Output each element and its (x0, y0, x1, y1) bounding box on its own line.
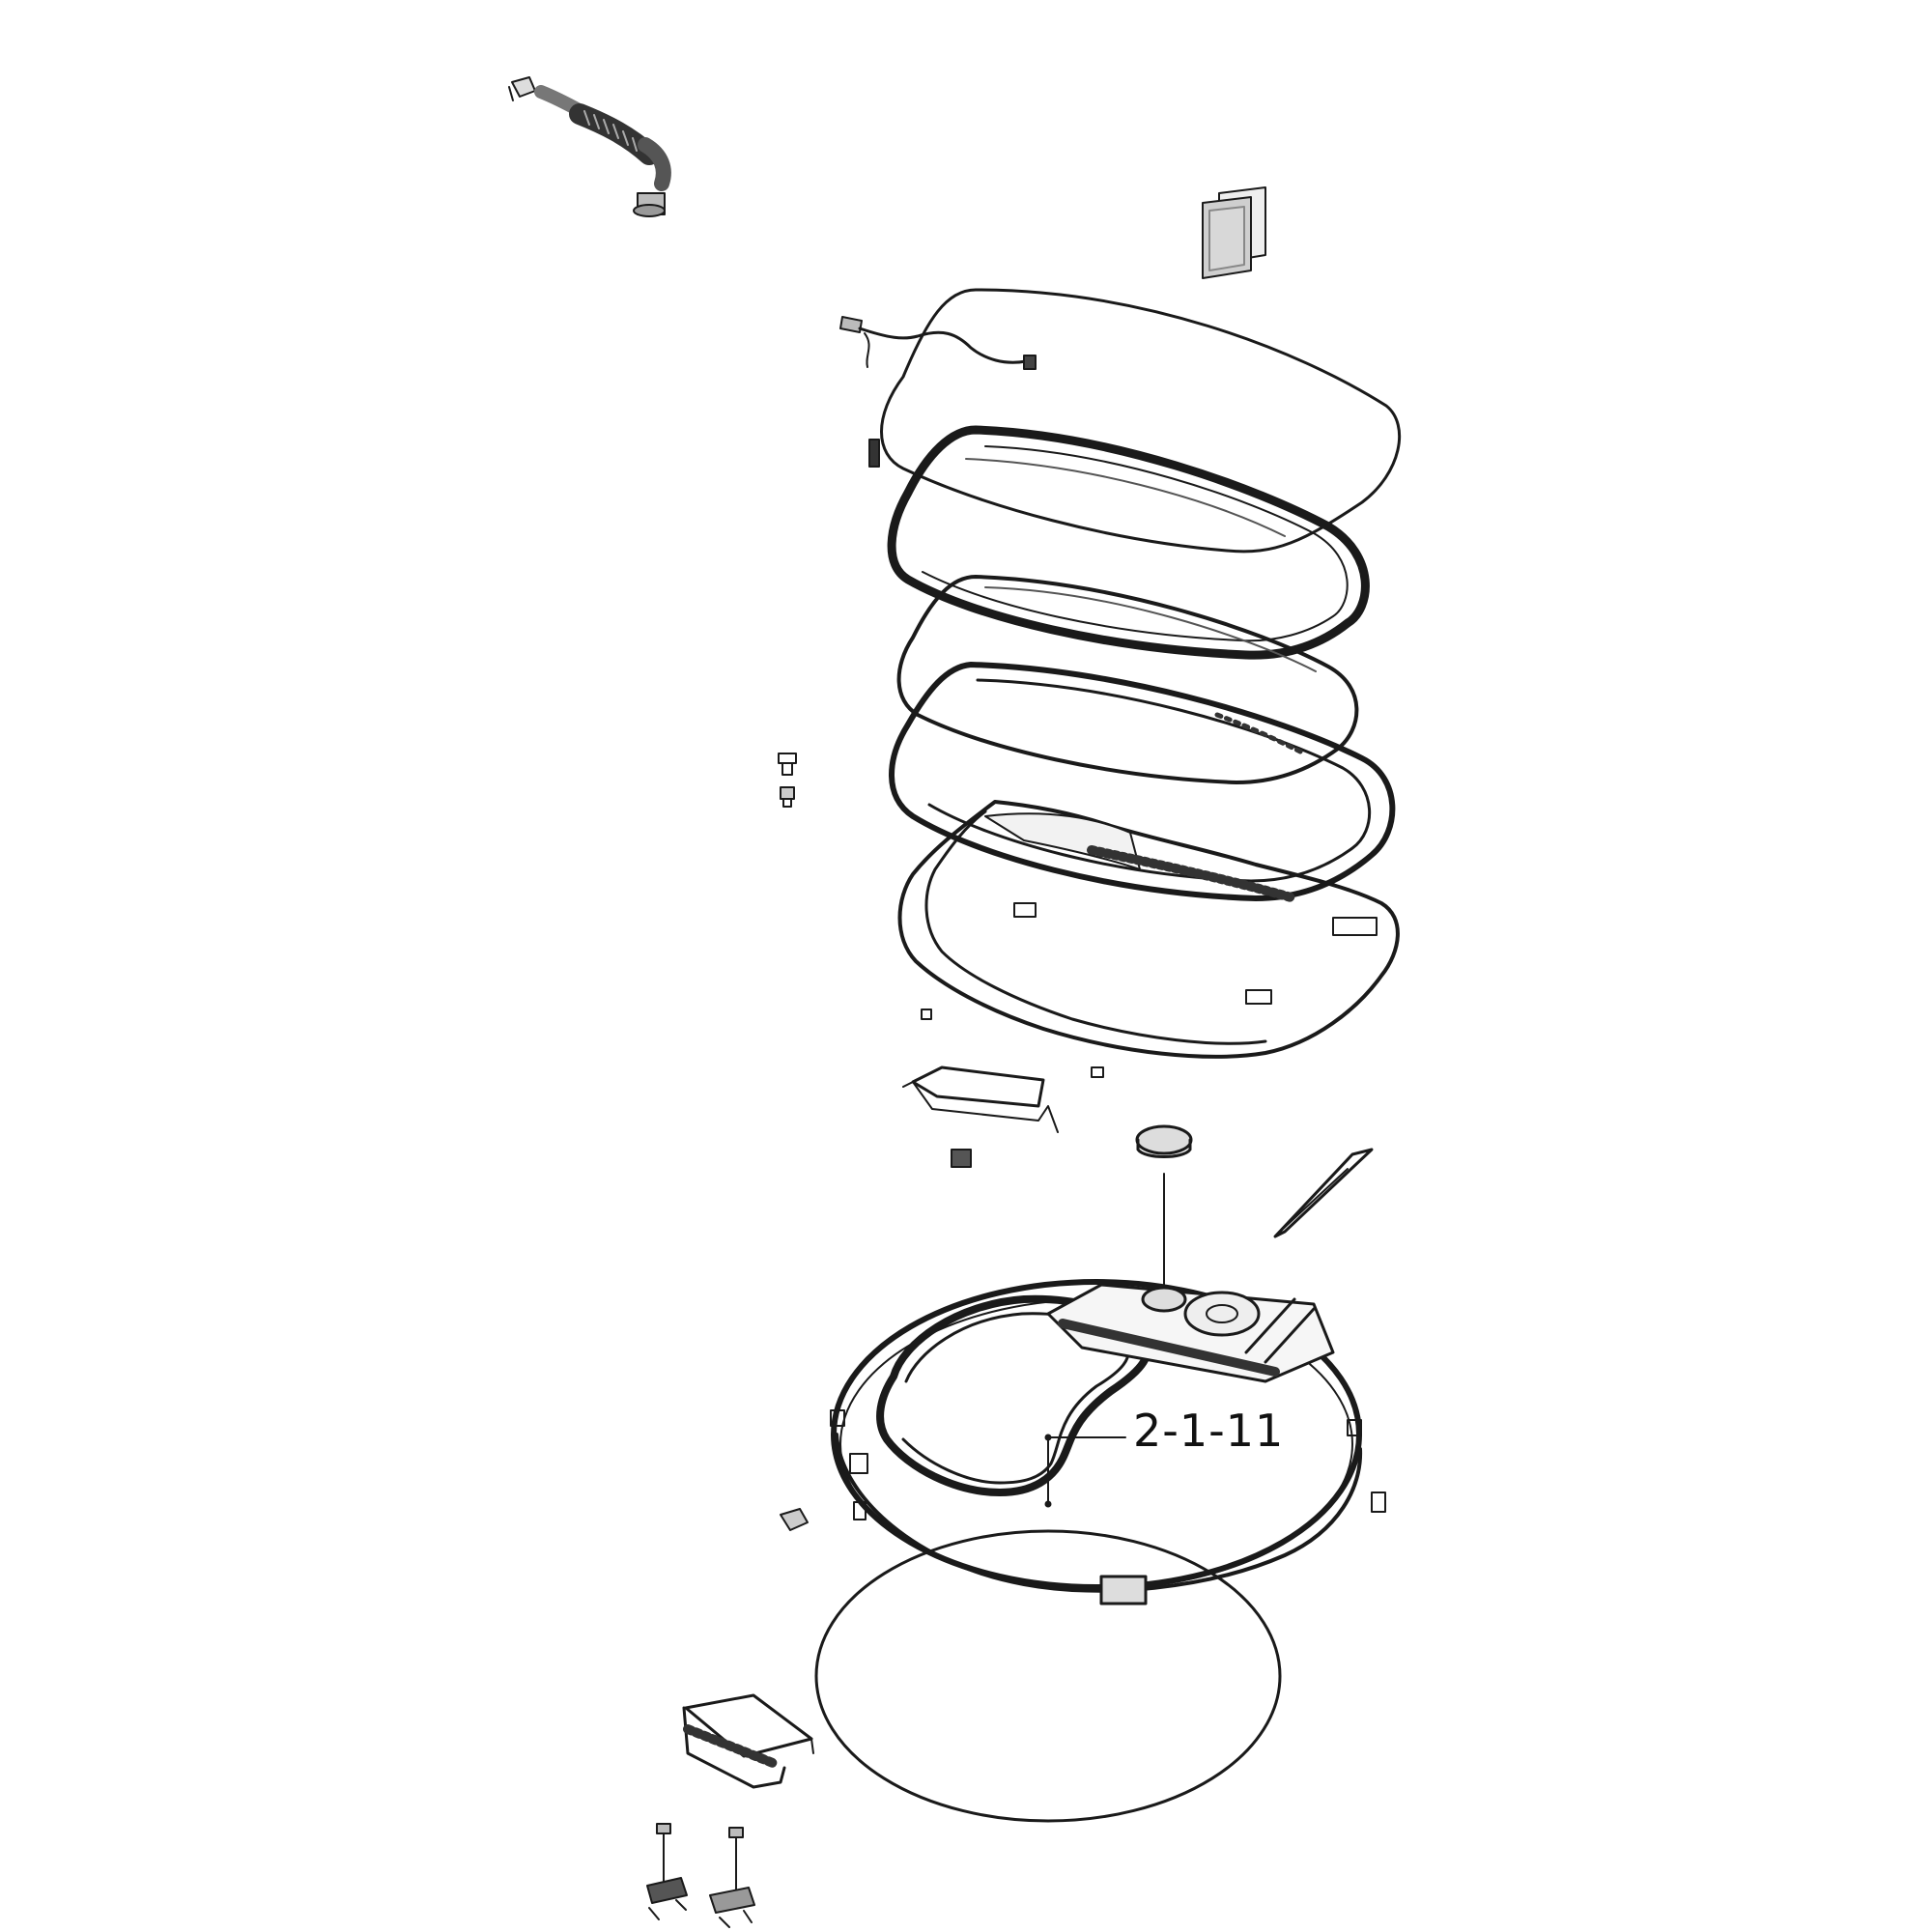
callout-leader (1044, 1434, 1126, 1508)
tub-o-ring (814, 1529, 1282, 1823)
lid-bottom-tray (897, 800, 1400, 1059)
handle-bracket (902, 1065, 1059, 1168)
tub-top-ring (830, 1279, 1386, 1605)
small-clip (780, 1508, 809, 1531)
lid-frame-upper (887, 425, 1370, 660)
seal-strip (1273, 1148, 1374, 1238)
knob-cap (1135, 1124, 1193, 1291)
lid-glass-panel (880, 288, 1402, 554)
filter-pads (1202, 186, 1266, 279)
lid-inner-frame (889, 662, 1396, 901)
lower-hinge-bracket (682, 1693, 814, 1789)
wire-harness (839, 316, 1037, 468)
hinge-clips (646, 1877, 755, 1928)
hinge-screws (656, 1823, 744, 1899)
lid-gasket (896, 575, 1359, 784)
part-callout-label: 2-1-11 (1133, 1405, 1285, 1457)
small-fasteners (778, 753, 1104, 1078)
drain-hose-assembly (508, 76, 671, 217)
